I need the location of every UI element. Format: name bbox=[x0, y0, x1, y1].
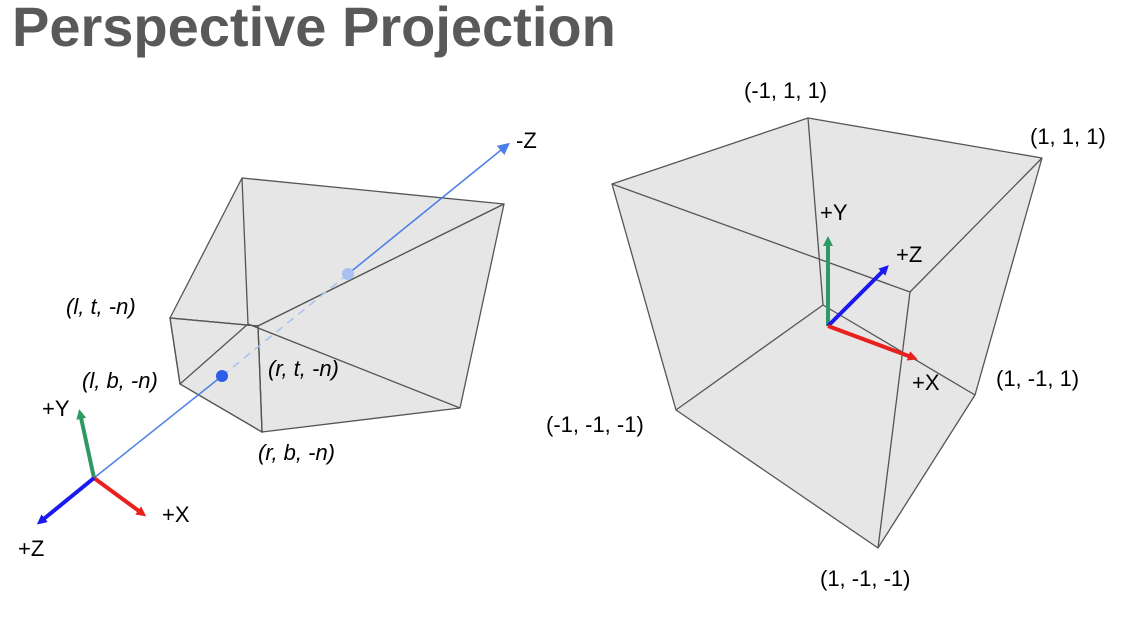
near-plane-center-point bbox=[216, 370, 228, 382]
frustum-far-edge-2 bbox=[247, 323, 461, 409]
label-cube-bottom: (1, -1, -1) bbox=[820, 566, 910, 591]
label-ndc-plus-y: +Y bbox=[820, 200, 848, 225]
label-l-b-n: (l, b, -n) bbox=[82, 368, 158, 393]
label-cube-right: (1, -1, 1) bbox=[996, 366, 1079, 391]
frustum-far-edge-1 bbox=[241, 177, 249, 325]
label-ndc-plus-x: +X bbox=[912, 370, 940, 395]
z-axis-arrow bbox=[36, 476, 96, 525]
frustum-near-plane bbox=[169, 317, 263, 434]
cube-front-edge-2 bbox=[909, 157, 1043, 293]
cube-front-edge-1 bbox=[611, 183, 911, 293]
label-plus-x-left: +X bbox=[162, 502, 190, 527]
view-frustum bbox=[169, 177, 505, 434]
ndc-z-axis-arrow bbox=[826, 265, 889, 328]
view-axis bbox=[93, 142, 510, 479]
label-r-b-n: (r, b, -n) bbox=[258, 440, 335, 465]
far-plane-center-point bbox=[342, 268, 354, 280]
ndc-x-axis-arrow bbox=[827, 324, 918, 361]
ndc-cube bbox=[611, 117, 1043, 549]
frustum-left-face bbox=[169, 317, 263, 433]
cube-back-edge-2 bbox=[675, 304, 824, 411]
cube-back-edge-3 bbox=[822, 304, 976, 396]
cube-front-edge-3 bbox=[877, 291, 911, 549]
label-cube-top-left: (-1, 1, 1) bbox=[744, 78, 827, 103]
label-r-t-n: (r, t, -n) bbox=[268, 356, 339, 381]
x-axis-arrow bbox=[92, 476, 147, 517]
label-cube-top-right: (1, 1, 1) bbox=[1030, 124, 1106, 149]
cube-silhouette bbox=[611, 117, 1043, 549]
cube-back-edge-1 bbox=[807, 117, 824, 306]
label-l-t-n: (l, t, -n) bbox=[66, 294, 136, 319]
ndc-axis-gizmo bbox=[823, 236, 918, 361]
frustum-near-inner-edge bbox=[179, 323, 249, 385]
slide-title: Perspective Projection bbox=[12, 0, 616, 58]
camera-axis-gizmo bbox=[36, 409, 147, 525]
label-plus-y-left: +Y bbox=[42, 396, 70, 421]
label-cube-left: (-1, -1, -1) bbox=[546, 412, 644, 437]
label-ndc-plus-z: +Z bbox=[896, 242, 922, 267]
label-plus-z-left: +Z bbox=[18, 536, 44, 561]
label-neg-z: -Z bbox=[516, 128, 537, 153]
y-axis-arrow bbox=[76, 409, 96, 479]
